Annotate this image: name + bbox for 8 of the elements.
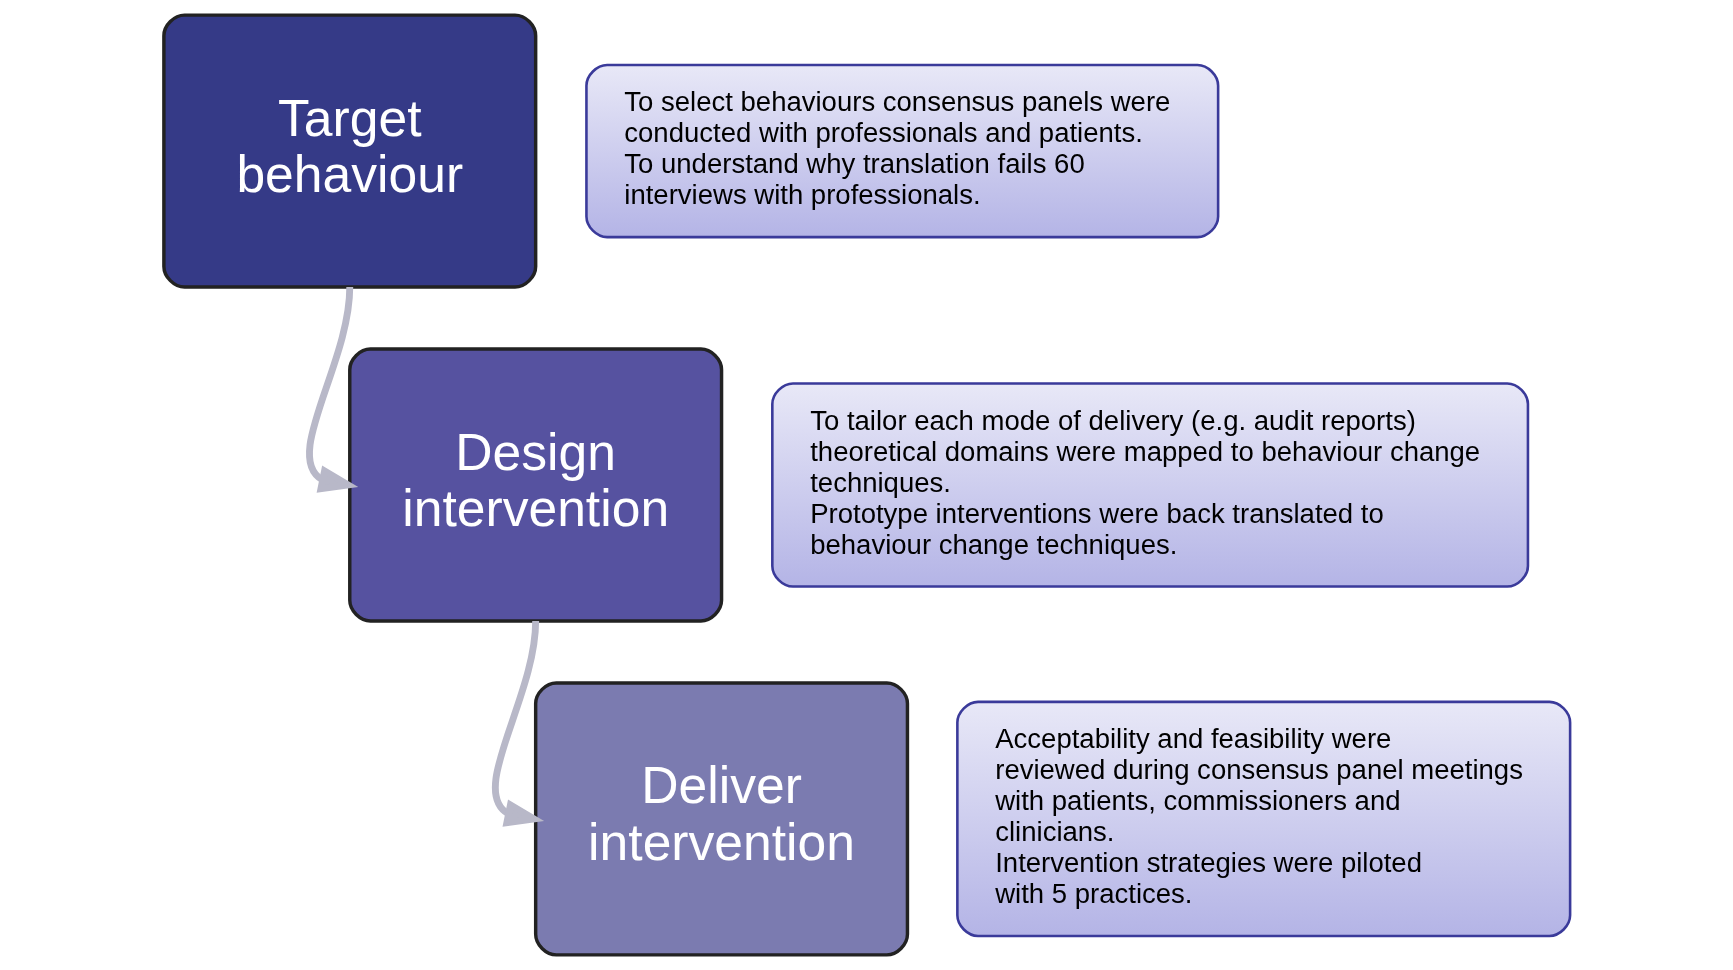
node-box: To select behaviours consensus panels were conducted with professionals and patients. To understand why translation fails 60 interviews with professionals. xyxy=(584,63,1219,239)
node-box: Acceptability and feasibility were reviewed during consensus panel meetings with patients, commissioners and clinicians. Intervention strategies were piloted with 5 practices. xyxy=(955,700,1571,938)
arrow xyxy=(305,286,358,493)
node-box: To tailor each mode of delivery (e.g. audit reports) theoretical domains were mapped to behaviour change techniques. Prototype interventions were back translated to behaviour change techniques. xyxy=(770,382,1529,588)
node-box: Target behaviour xyxy=(161,13,537,289)
arrow xyxy=(491,620,544,827)
node-box: Deliver intervention xyxy=(533,681,909,957)
node-box: Design intervention xyxy=(347,347,723,623)
